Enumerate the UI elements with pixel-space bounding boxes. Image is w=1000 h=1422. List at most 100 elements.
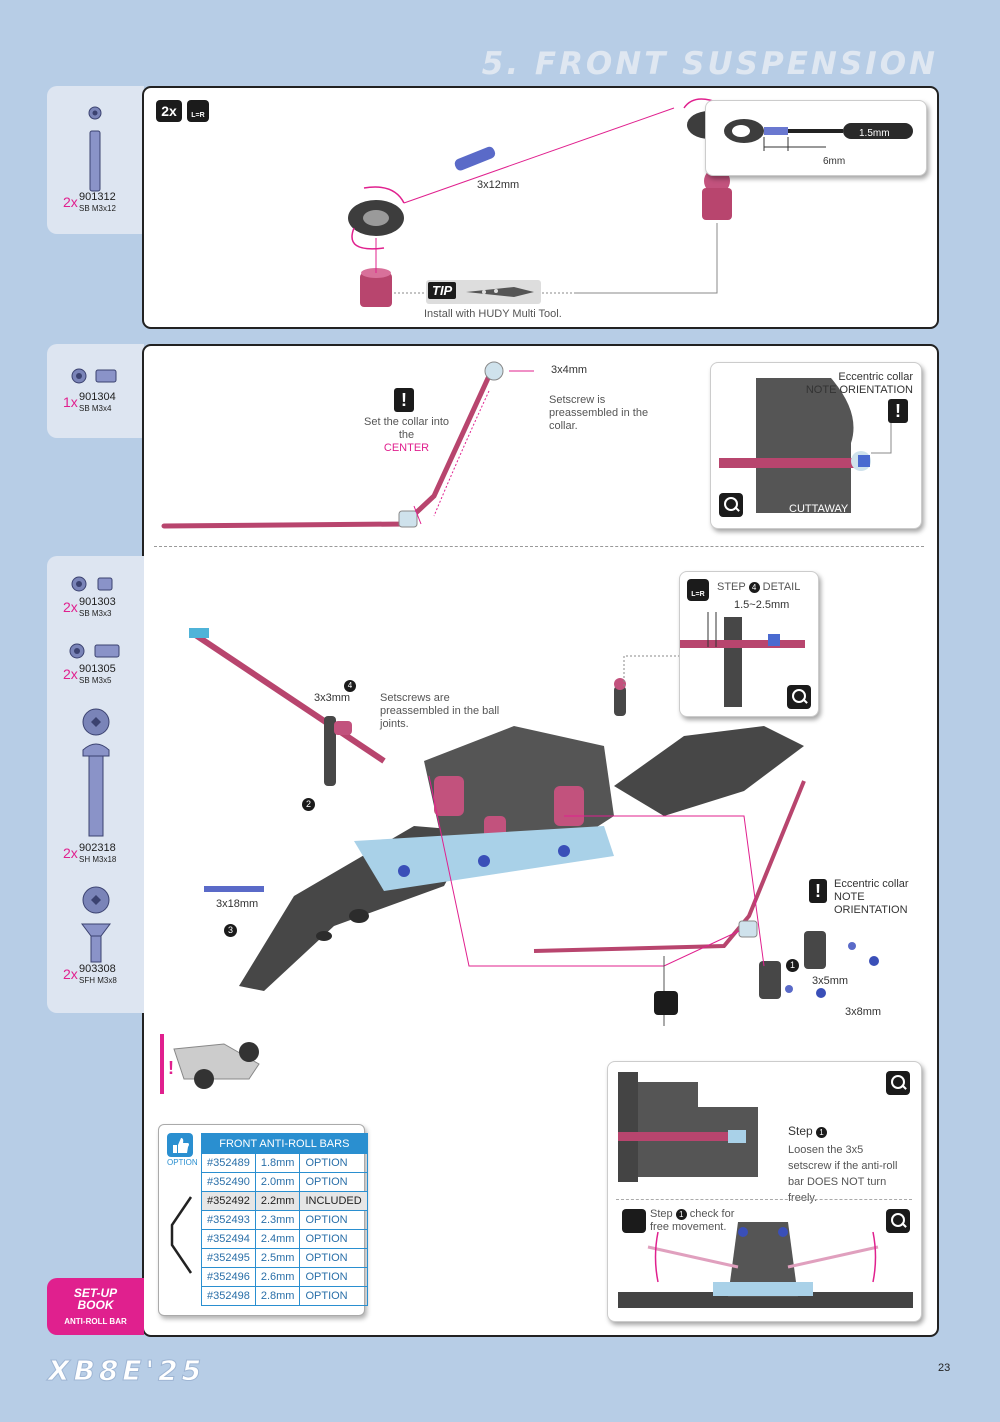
free-movement-inset: Step 1 Loosen the 3x5 setscrew if the an… [607,1061,922,1322]
bar-status: OPTION [299,1210,368,1230]
option-label: OPTION [167,1158,198,1167]
svg-text:!: ! [168,1058,174,1078]
page-title: 5. FRONT SUSPENSION [481,46,938,82]
rod-end-measure-illustration [724,119,913,151]
loosen-note: Loosen the 3x5 setscrew if the anti-roll… [788,1144,898,1204]
cutaway-illustration [719,378,892,513]
setscrew-m3x5-icon [69,643,120,659]
car-thumbnail: ! [160,1034,272,1094]
setscrew-3x5-label: 3x5mm [812,975,849,987]
bar-status: OPTION [299,1248,368,1268]
part-qty: 2x [63,966,78,982]
tip-label: TIP [428,282,457,299]
bar-size: 2.2mm [254,1191,301,1211]
step-number-badge: 1 [786,959,799,972]
quantity-badge: 2x [156,100,182,122]
loosen-setscrew-illustration [618,1072,758,1182]
divider [616,1199,912,1200]
check-note: Step 1 check for free movement. [650,1208,735,1233]
page-number: 23 [938,1362,951,1374]
bar-size: 1.8mm [254,1153,301,1173]
bar-status: OPTION [299,1267,368,1287]
screw-3x18-label: 3x18mm [216,898,259,910]
bar-status: OPTION [299,1172,368,1192]
tip-box: TIP [426,280,541,304]
brand-logo: XB8E'25 [47,1354,206,1388]
thumbs-up-icon [167,1133,193,1157]
setscrew-note: Setscrew is preassembled in the collar. [549,394,649,432]
gap-range: 1.5~2.5mm [734,599,790,611]
magnify-icon [886,1071,910,1095]
bar-size: 2.4mm [254,1229,301,1249]
pivot-gap-illustration [680,612,805,707]
detail-title: STEP 4 DETAIL [717,581,801,593]
bar-size: 2.6mm [254,1267,301,1287]
step-number-badge: 2 [302,798,315,811]
setscrew-m3x4-icon [71,368,117,384]
setscrew-m3x3-icon [71,576,113,592]
rotate-check-icon [654,991,678,1015]
tip-text: Install with HUDY Multi Tool. [424,308,562,320]
setup-book-subtitle: ANTI-ROLL BAR [64,1317,127,1326]
bar-size: 2.5mm [254,1248,301,1268]
bar-size: 2.8mm [254,1286,301,1306]
part-qty: 1x [63,394,78,410]
screw-3x8-label: 3x8mm [845,1006,882,1018]
rod-length-label: 3x12mm [477,179,520,191]
bar-status: OPTION [299,1286,368,1306]
magnify-icon [719,493,743,517]
anti-roll-bar-shape-icon [170,1196,193,1274]
part-code: #352490 [201,1172,256,1192]
car-icon: ! [168,1042,260,1089]
screw-m3x12-icon [88,106,102,192]
bar-status: OPTION [299,1229,368,1249]
hex-driver-size: 1.5mm [859,128,890,139]
bar-status: INCLUDED [299,1191,368,1211]
step1-panel: 2x L=R 3x12mm TIP Install with HUDY Mult… [142,86,939,329]
measurement-inset: 1.5mm 6mm [705,100,927,176]
setscrew-3x3-label: 3x3mm [314,692,351,704]
bar-status: OPTION [299,1153,368,1173]
part-code: #352494 [201,1229,256,1249]
part-code: #352496 [201,1267,256,1287]
part-code: #352498 [201,1286,256,1306]
anti-roll-bar-illustration [161,361,534,529]
warning-icon: ! [888,399,908,423]
step4-detail-inset: L=R STEP 4 DETAIL 1.5~2.5mm [679,571,819,717]
cutaway-label: CUTTAWAY VIEW [789,503,880,515]
table-header: FRONT ANTI-ROLL BARS [201,1133,368,1154]
left-right-same-icon: L=R [187,100,209,122]
warning-icon: ! [809,879,827,903]
left-right-same-icon: L=R [687,579,709,601]
step-number-badge: 3 [224,924,237,937]
multi-tool-icon [466,287,534,297]
step-ref: Step 1 [788,1124,828,1138]
part-qty: 2x [63,194,78,210]
bar-size: 2.0mm [254,1172,301,1192]
gap-dimension: 6mm [823,156,846,167]
part-code: #352489 [201,1153,256,1173]
rotate-check-icon [622,1209,646,1233]
part-qty: 2x [63,666,78,682]
magnify-icon [787,685,811,709]
